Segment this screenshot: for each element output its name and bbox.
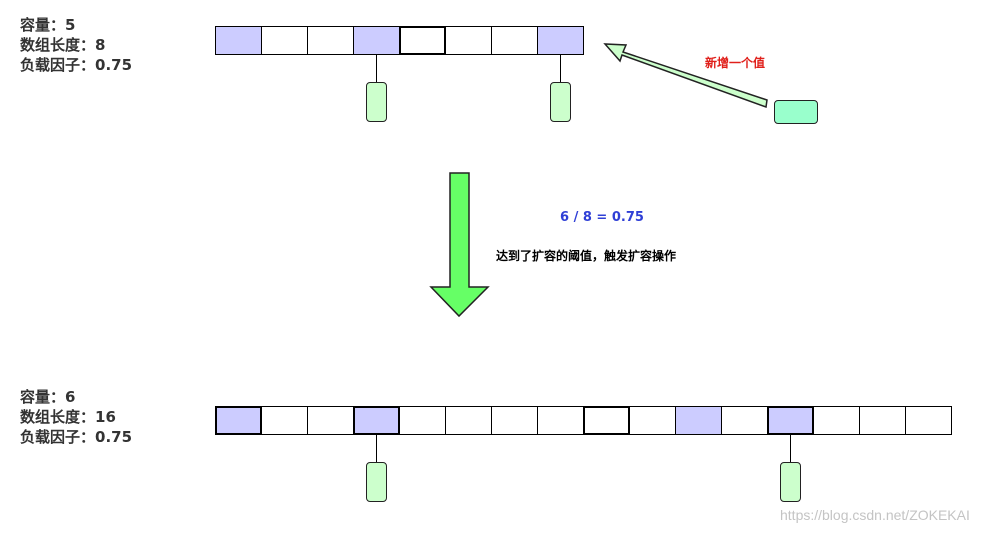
bottom-slot — [721, 406, 768, 435]
top-chain-link — [559, 54, 561, 82]
resize-note: 达到了扩容的阈值，触发扩容操作 — [496, 249, 677, 263]
top-slot — [537, 26, 584, 55]
bottom-load-factor-label: 负载因子：0.75 — [20, 428, 133, 446]
bottom-slot — [859, 406, 906, 435]
insert-label: 新增一个值 — [705, 56, 766, 70]
bottom-chain-node — [365, 462, 387, 502]
top-array-length-label: 数组长度：8 — [20, 36, 106, 54]
top-chain-node — [549, 82, 571, 122]
bottom-array-length-label: 数组长度：16 — [20, 408, 116, 426]
top-chain-node — [365, 82, 387, 122]
bottom-capacity-label: 容量：6 — [20, 388, 76, 406]
bottom-slot — [629, 406, 676, 435]
bottom-slot — [675, 406, 722, 435]
bottom-slot — [767, 406, 814, 435]
bottom-slot — [905, 406, 952, 435]
top-capacity-label: 容量：5 — [20, 16, 76, 34]
bottom-slot — [583, 406, 630, 435]
bottom-slot — [307, 406, 354, 435]
new-value-node — [774, 100, 818, 124]
bottom-chain-node — [779, 462, 801, 502]
top-slot — [491, 26, 538, 55]
bottom-hash-array — [215, 406, 952, 435]
top-hash-array — [215, 26, 584, 55]
bottom-slot — [261, 406, 308, 435]
top-slot — [399, 26, 446, 55]
threshold-formula: 6 / 8 = 0.75 — [560, 210, 644, 225]
top-chain-link — [375, 54, 377, 82]
bottom-chain-link — [375, 434, 377, 462]
down-arrow-icon — [429, 172, 490, 318]
bottom-slot — [215, 406, 262, 435]
top-load-factor-label: 负载因子：0.75 — [20, 56, 133, 74]
bottom-slot — [353, 406, 400, 435]
top-slot — [307, 26, 354, 55]
bottom-slot — [445, 406, 492, 435]
watermark: https://blog.csdn.net/ZOKEKAI — [780, 507, 970, 523]
bottom-chain-link — [789, 434, 791, 462]
bottom-state-info: 容量：6 数组长度：16 负载因子：0.75 — [20, 387, 132, 447]
bottom-slot — [537, 406, 584, 435]
bottom-slot — [491, 406, 538, 435]
insert-arrow-icon — [603, 43, 768, 109]
bottom-slot — [813, 406, 860, 435]
top-state-info: 容量：5 数组长度：8 负载因子：0.75 — [20, 15, 132, 75]
bottom-slot — [399, 406, 446, 435]
